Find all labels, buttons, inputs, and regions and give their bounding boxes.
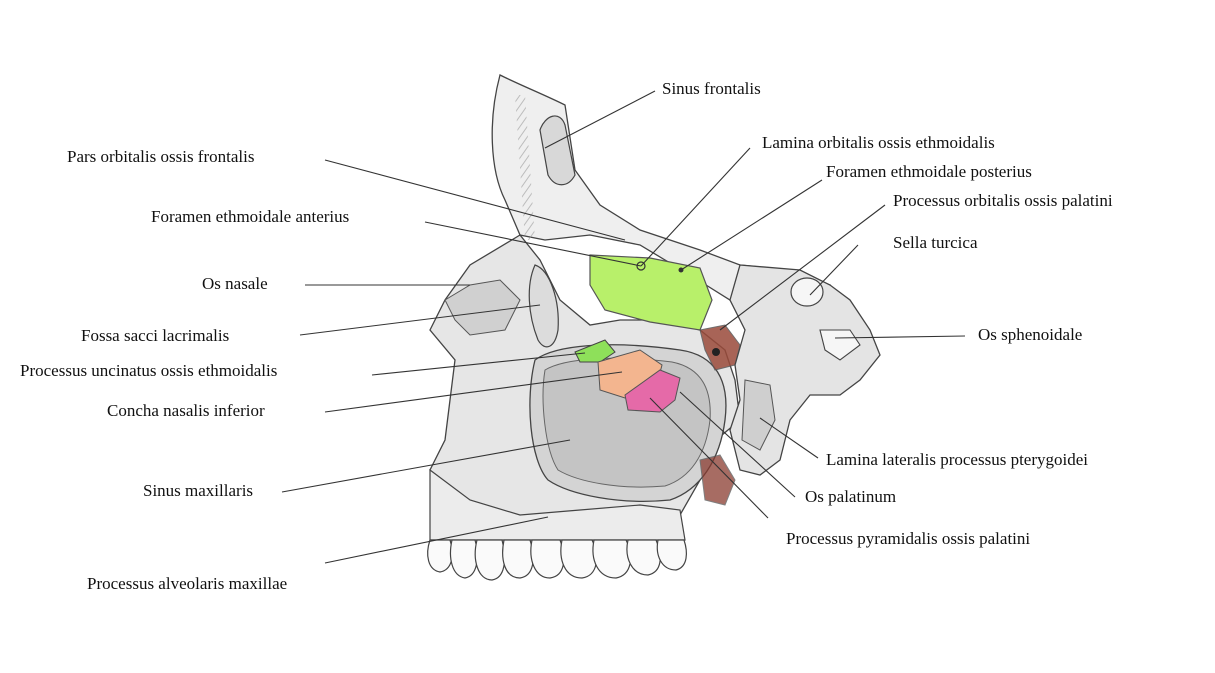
label-lamina-orbitalis: Lamina orbitalis ossis ethmoidalis	[762, 134, 995, 151]
label-processus-alveolaris: Processus alveolaris maxillae	[87, 575, 287, 592]
label-sinus-frontalis: Sinus frontalis	[662, 80, 761, 97]
sella-turcica-shape	[791, 278, 823, 306]
label-processus-pyramidalis: Processus pyramidalis ossis palatini	[786, 530, 1030, 547]
label-foramen-anterius: Foramen ethmoidale anterius	[151, 208, 349, 225]
label-lamina-lateralis: Lamina lateralis processus pterygoidei	[826, 451, 1088, 468]
label-sinus-maxillaris: Sinus maxillaris	[143, 482, 253, 499]
teeth	[428, 540, 687, 580]
label-os-sphenoidale: Os sphenoidale	[978, 326, 1082, 343]
label-os-palatinum: Os palatinum	[805, 488, 896, 505]
label-fossa-sacci: Fossa sacci lacrimalis	[81, 327, 229, 344]
leader-foramen-posterius	[681, 180, 822, 270]
label-pars-orbitalis: Pars orbitalis ossis frontalis	[67, 148, 254, 165]
label-sella-turcica: Sella turcica	[893, 234, 978, 251]
label-os-nasale: Os nasale	[202, 275, 268, 292]
label-processus-uncinatus: Processus uncinatus ossis ethmoidalis	[20, 362, 277, 379]
lamina-orbitalis-ethmoidalis-shape	[590, 255, 712, 330]
label-foramen-posterius: Foramen ethmoidale posterius	[826, 163, 1032, 180]
label-concha-inferior: Concha nasalis inferior	[107, 402, 265, 419]
label-processus-orbitalis: Processus orbitalis ossis palatini	[893, 192, 1113, 209]
processus-pyramidalis-shape	[700, 455, 735, 505]
